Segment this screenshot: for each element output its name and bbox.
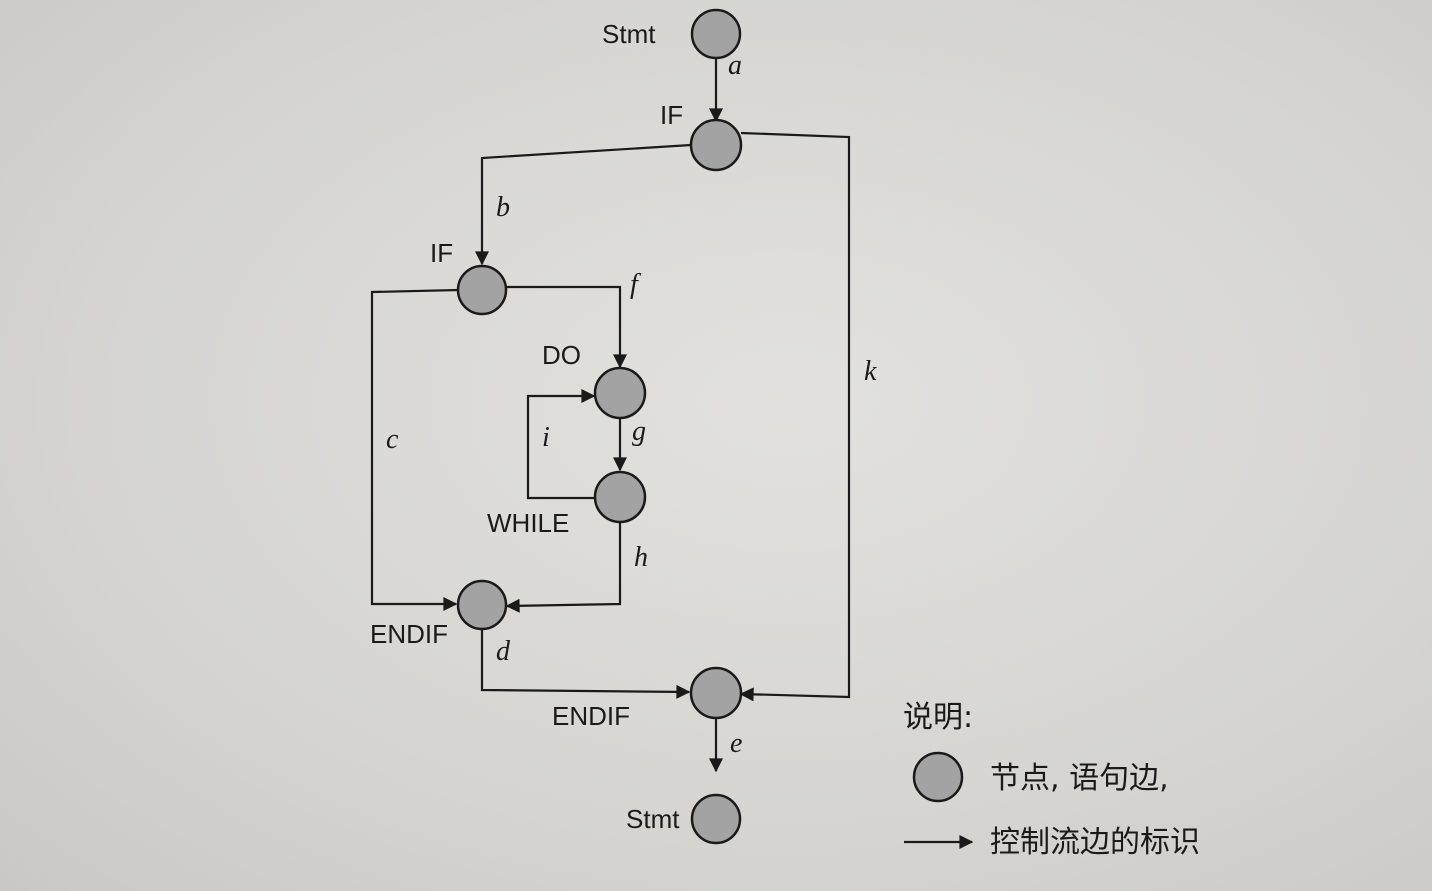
label-endif-inner: ENDIF bbox=[370, 619, 448, 649]
edge-label-d: d bbox=[496, 636, 511, 667]
edge-label-k: k bbox=[864, 356, 877, 387]
edge-label-b: b bbox=[496, 192, 510, 223]
legend-node-desc: 节点, 语句边, bbox=[990, 761, 1169, 796]
node-endif-outer bbox=[689, 666, 743, 720]
edge-b bbox=[475, 143, 692, 266]
edge-h bbox=[505, 522, 622, 613]
edge-label-a: a bbox=[728, 50, 742, 81]
legend-title: 说明: bbox=[903, 700, 973, 735]
node-endif-inner bbox=[456, 579, 508, 631]
edge-c bbox=[370, 288, 460, 611]
edge-label-c: c bbox=[386, 424, 399, 455]
node-stmt-bottom bbox=[690, 793, 742, 845]
node-if-inner bbox=[456, 264, 508, 316]
edge-i bbox=[526, 389, 598, 500]
edge-label-e: e bbox=[730, 728, 742, 759]
label-if-inner: IF bbox=[430, 238, 453, 268]
edge-f bbox=[506, 285, 627, 369]
node-stmt-top bbox=[690, 8, 742, 60]
label-endif-outer: ENDIF bbox=[552, 701, 630, 731]
label-stmt-top: Stmt bbox=[602, 19, 656, 49]
edge-label-i: i bbox=[542, 422, 550, 453]
edge-label-f: f bbox=[630, 269, 641, 300]
label-if-outer: IF bbox=[660, 100, 683, 130]
label-do: DO bbox=[542, 340, 581, 370]
label-while: WHILE bbox=[487, 508, 569, 538]
edge-label-h: h bbox=[634, 542, 648, 573]
edge-d bbox=[480, 630, 691, 699]
legend-node-icon bbox=[912, 751, 964, 803]
label-stmt-bottom: Stmt bbox=[626, 804, 680, 834]
node-while bbox=[593, 470, 647, 524]
legend-arrow-desc: 控制流边的标识 bbox=[990, 825, 1200, 860]
node-if-outer bbox=[689, 118, 743, 172]
edge-k bbox=[739, 131, 851, 702]
edge-label-g: g bbox=[632, 416, 646, 447]
legend: 说明: 节点, 语句边, 控制流边的标识 bbox=[903, 700, 1200, 860]
node-do bbox=[593, 366, 647, 420]
